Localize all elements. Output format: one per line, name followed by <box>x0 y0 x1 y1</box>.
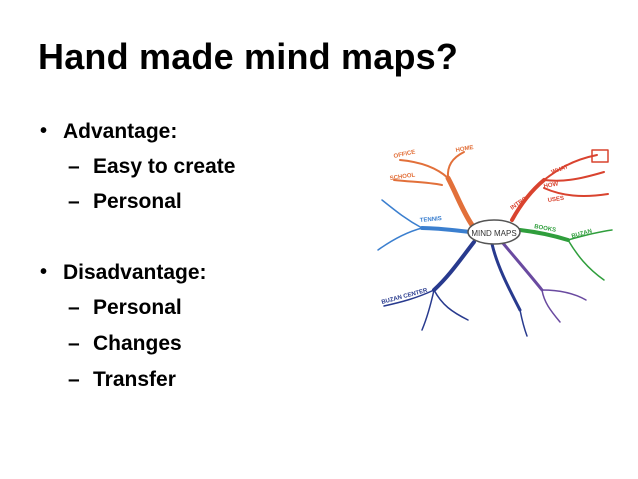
branch-navy-c <box>421 289 435 331</box>
branch-purple-b <box>541 289 561 323</box>
label-what: WHAT <box>551 164 570 176</box>
branch-orange-office <box>399 159 449 179</box>
label-home: HOME <box>455 145 474 154</box>
list-item: Personal <box>93 190 182 213</box>
bullet-dot: • <box>40 261 48 283</box>
label-school: SCHOOL <box>389 172 416 182</box>
label-office: OFFICE <box>393 150 416 160</box>
branch-purple <box>500 240 544 292</box>
mind-map-center-label: MIND MAPS <box>471 229 516 238</box>
branch-orange <box>445 175 475 228</box>
mind-map-center: MIND MAPS <box>467 219 521 245</box>
slide-title: Hand made mind maps? <box>38 36 459 77</box>
branch-navy-b <box>433 289 469 321</box>
dash-glyph: – <box>68 296 80 319</box>
section-heading-advantage: Advantage: <box>63 120 178 143</box>
label-how: HOW <box>543 181 559 190</box>
label-buzan: BUZAN <box>571 229 593 240</box>
branch-purple-a <box>541 289 587 301</box>
branch-dark-a <box>519 309 528 337</box>
label-uses: USES <box>547 196 564 204</box>
branch-green <box>518 228 570 242</box>
branch-red-box <box>591 149 609 163</box>
list-item: Personal <box>93 296 182 319</box>
branch-red-how <box>543 171 605 182</box>
branch-red-what <box>543 154 598 181</box>
branch-navy-a <box>383 289 435 307</box>
branch-navy <box>432 240 476 292</box>
branch-green-b <box>567 239 605 281</box>
list-item: Transfer <box>93 368 176 391</box>
branch-red <box>510 178 546 222</box>
label-tennis: TENNIS <box>420 216 442 224</box>
label-buzan-center: BUZAN CENTER <box>381 288 429 306</box>
dash-glyph: – <box>68 332 80 355</box>
mind-map-illustration: MIND MAPS OFFICE HOME SCHOOL WHAT HOW US… <box>377 145 613 337</box>
branch-orange-school <box>393 179 443 186</box>
dash-glyph: – <box>68 368 80 391</box>
section-heading-disadvantage: Disadvantage: <box>63 261 207 284</box>
branch-blue <box>420 226 472 234</box>
branch-dark <box>490 242 522 312</box>
list-item: Changes <box>93 332 182 355</box>
branch-orange-home <box>446 151 465 179</box>
branch-blue-b <box>377 227 423 251</box>
bullet-dot: • <box>40 120 48 142</box>
list-item: Easy to create <box>93 155 236 178</box>
branch-green-a <box>567 229 613 241</box>
dash-glyph: – <box>68 190 80 213</box>
dash-glyph: – <box>68 155 80 178</box>
branch-blue-a <box>381 199 423 229</box>
branch-red-uses <box>543 187 609 197</box>
label-books: BOOKS <box>534 224 557 234</box>
